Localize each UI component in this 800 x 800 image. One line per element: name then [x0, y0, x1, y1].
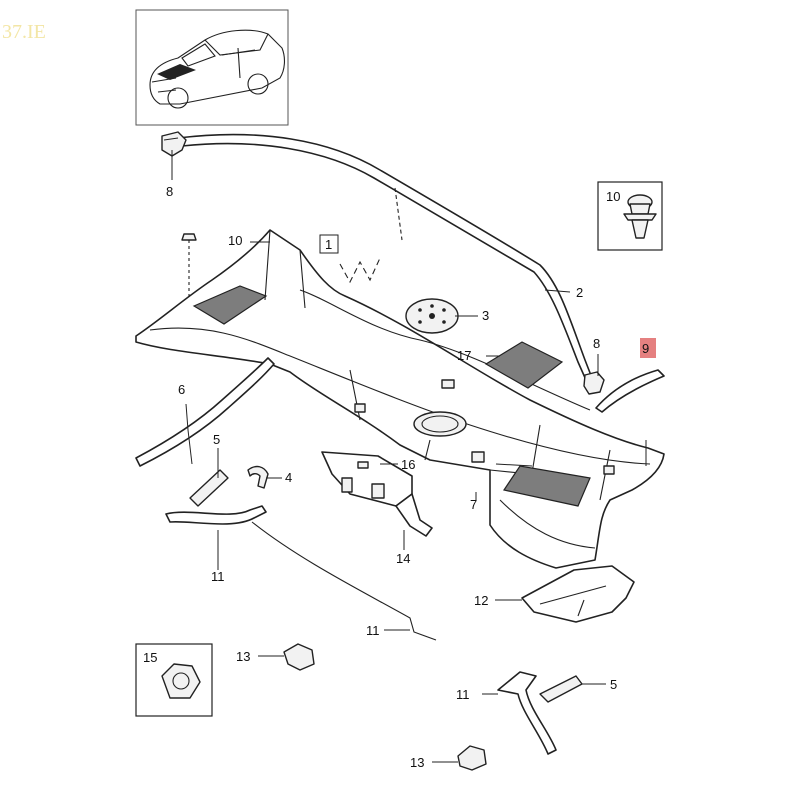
callout-3: 3	[482, 308, 489, 323]
leader-lines	[171, 150, 647, 763]
callout-5-right: 5	[610, 677, 617, 692]
screw-part-10	[181, 233, 197, 300]
callout-1: 1	[325, 237, 332, 252]
clip-part-8-right	[583, 371, 605, 395]
strip-part-5-left	[189, 469, 229, 507]
clip-part-4	[247, 465, 269, 489]
strip-part-5-right	[539, 675, 583, 703]
watermark: 37.IE	[2, 21, 46, 43]
callout-13-bottom: 13	[410, 755, 424, 770]
rod-part-11-right	[497, 671, 557, 755]
mesh-pad-part-17	[484, 341, 564, 389]
callout-10-box: 10	[606, 189, 620, 204]
clip-part-8-left	[161, 131, 187, 157]
callout-4: 4	[285, 470, 292, 485]
callout-11-right: 11	[456, 687, 470, 702]
tab-part-7	[471, 451, 485, 463]
vehicle-location-inset	[135, 9, 289, 126]
callout-box-1	[319, 234, 339, 254]
callout-9-highlight	[640, 338, 656, 358]
callout-2: 2	[576, 285, 583, 300]
callout-6: 6	[178, 382, 185, 397]
callout-14: 14	[396, 551, 410, 566]
round-plate-part-3	[405, 298, 459, 334]
detail-box-part-15	[135, 643, 213, 717]
callout-11-left: 11	[211, 569, 225, 584]
callout-12: 12	[474, 593, 488, 608]
callout-13-top: 13	[236, 649, 250, 664]
clip-part-13-bottom	[457, 745, 487, 771]
callout-9: 9	[642, 341, 649, 356]
strip-part-9	[595, 369, 665, 413]
strip-part-6	[135, 357, 275, 467]
callout-10-panel: 10	[228, 233, 242, 248]
cowl-panel-part-1	[135, 229, 665, 569]
callout-5-left: 5	[213, 432, 220, 447]
callout-7: 7	[470, 497, 477, 512]
callout-15: 15	[143, 650, 157, 665]
callout-8-left: 8	[166, 184, 173, 199]
bracket-part-14	[395, 493, 433, 537]
callout-8-right: 8	[593, 336, 600, 351]
callout-11-center: 11	[366, 623, 380, 638]
callout-17: 17	[457, 348, 471, 363]
rod-part-11-left	[165, 505, 267, 525]
callout-labels: 1 2 3 4 5 5 6 7 8 8 9 10 10 11 11 11 12 …	[143, 184, 656, 770]
detail-box-part-10	[597, 181, 663, 251]
tray-part-12	[521, 565, 635, 623]
clip-part-13-top	[283, 643, 315, 671]
bracket-part-16	[321, 451, 413, 507]
rod-part-11-long	[251, 521, 437, 641]
callout-16: 16	[401, 457, 415, 472]
